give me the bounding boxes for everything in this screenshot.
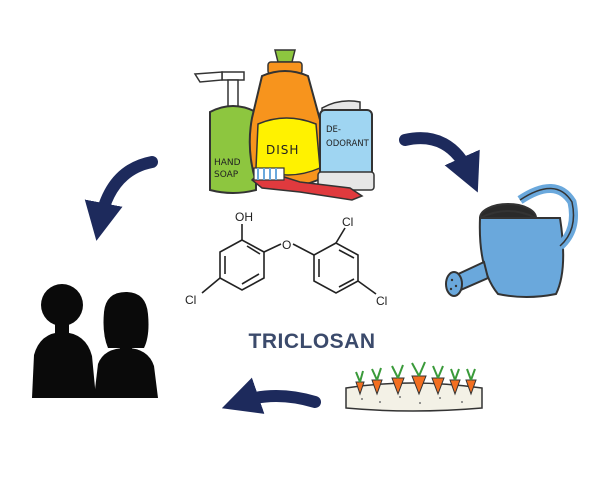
hand-soap-label-line2: SOAP (214, 170, 239, 180)
watering-can-icon (445, 184, 578, 298)
benzene-ring-right (313, 242, 359, 294)
people-silhouette-icon (32, 284, 158, 398)
dish-soap-label: DISH (266, 143, 299, 157)
deodorant-stick-icon: DE- ODORANT (317, 100, 375, 191)
personal-care-products: HAND SOAP DISH DE- ODORANT (193, 49, 375, 201)
benzene-ring-left (219, 239, 265, 291)
hand-soap-bottle-icon: HAND SOAP (193, 71, 257, 194)
curved-arrow-icon (221, 377, 321, 414)
hydroxyl-label: OH (235, 210, 253, 224)
chlorine-top-right-label: Cl (342, 215, 353, 229)
dish-soap-bottle-icon: DISH (248, 49, 324, 188)
curved-arrow-icon (399, 132, 480, 193)
diagram-title: TRICLOSAN (248, 330, 376, 353)
deodorant-label-line2: ODORANT (326, 139, 370, 149)
chlorine-left-label: Cl (185, 293, 196, 307)
ether-oxygen-label: O (282, 238, 291, 252)
chlorine-bottom-right-label: Cl (376, 294, 387, 308)
curved-arrow-icon (84, 156, 158, 241)
triclosan-molecule (201, 224, 377, 295)
toothbrush-icon (250, 167, 364, 201)
carrots-in-soil-icon (345, 361, 483, 412)
deodorant-label-line1: DE- (326, 125, 341, 135)
hand-soap-label-line1: HAND (214, 158, 241, 168)
